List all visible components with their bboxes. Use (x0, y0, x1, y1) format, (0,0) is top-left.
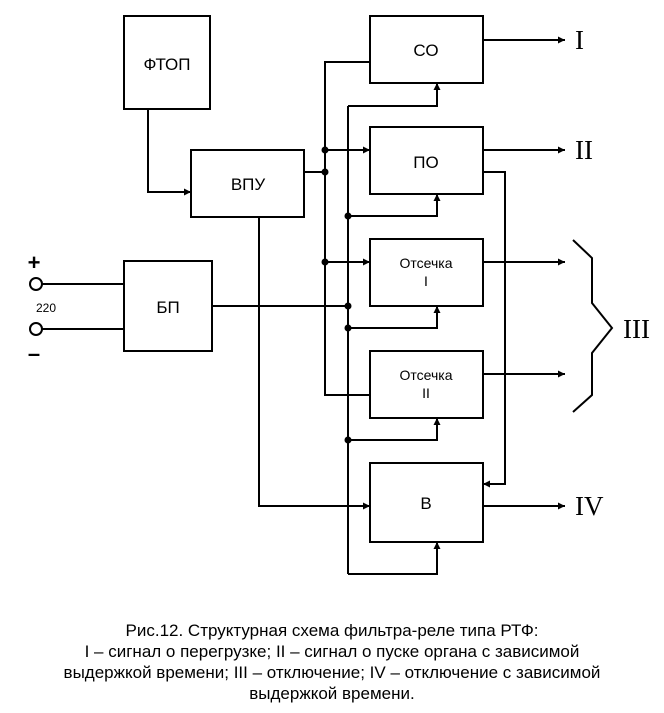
junction-dot (344, 324, 352, 332)
supply-voltage-label: 220 (36, 301, 56, 315)
wire-power-otsechka-1 (348, 306, 441, 329)
block-po (369, 126, 484, 195)
junction-dot (321, 168, 329, 176)
output-ii-label: II (575, 135, 593, 165)
caption-line: выдержкой времени. (249, 684, 415, 703)
label-ftop: ФТОП (143, 55, 190, 74)
junction-dot (344, 302, 352, 310)
block-ftop (123, 15, 211, 110)
caption-line: Рис.12. Структурная схема фильтра-реле т… (125, 621, 539, 640)
block-vpu (190, 149, 305, 218)
wire-vpu-v (258, 217, 370, 510)
caption-line: I – сигнал о перегрузке; II – сигнал о п… (84, 642, 580, 661)
block-bp (123, 260, 213, 352)
label-vpu: ВПУ (231, 175, 266, 194)
figure-caption: Рис.12. Структурная схема фильтра-реле т… (0, 620, 664, 704)
plus-sign: + (28, 250, 41, 275)
terminal-minus (29, 322, 43, 336)
label-otsechka-2-line1: Отсечка (400, 367, 453, 383)
block-otsechka-1 (369, 238, 484, 307)
block-diagram: ФТОП ВПУ БП СО ПО Отсечка I Отсечка II В… (28, 15, 650, 575)
block-v (369, 462, 484, 543)
wire-power-v (348, 542, 441, 575)
terminal-plus (29, 277, 43, 291)
wire-power-po (348, 194, 441, 217)
label-otsechka-2-line2: II (422, 385, 430, 401)
junction-dot (321, 258, 329, 266)
output-iv-label: IV (575, 491, 604, 521)
label-v: В (420, 494, 431, 513)
junction-dot (344, 212, 352, 220)
output-iii-brace (572, 239, 614, 413)
label-otsechka-1-line2: I (424, 273, 428, 289)
block-otsechka-2 (369, 350, 484, 419)
wire-po-v (483, 171, 506, 488)
wire-power-so (348, 83, 441, 107)
wire-power-otsechka-2 (348, 418, 441, 441)
block-so (369, 15, 484, 84)
caption-line: выдержкой времени; III – отключение; IV … (63, 663, 601, 682)
junction-dot (321, 146, 329, 154)
label-otsechka-1-line1: Отсечка (400, 255, 453, 271)
label-so: СО (413, 41, 438, 60)
output-i-label: I (575, 25, 584, 55)
minus-sign: – (28, 341, 40, 366)
label-bp: БП (156, 298, 179, 317)
junction-dot (344, 436, 352, 444)
label-po: ПО (413, 153, 438, 172)
wire-ftop-vpu (147, 109, 191, 196)
output-iii-label: III (623, 314, 650, 344)
